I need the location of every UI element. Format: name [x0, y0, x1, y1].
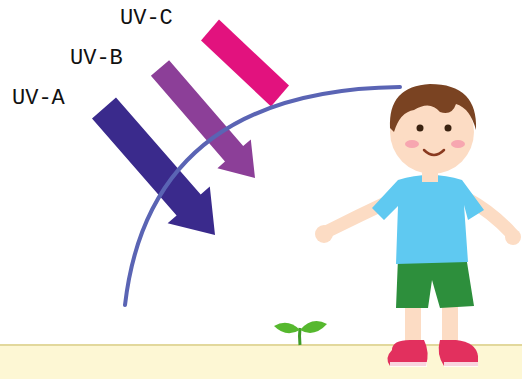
uv-label: UV-B	[70, 46, 123, 72]
uv-a-arrow	[92, 98, 215, 236]
boy	[315, 84, 521, 367]
sprout	[274, 321, 327, 345]
uv-label: UV-C	[120, 6, 173, 32]
atmosphere-arc	[125, 87, 400, 305]
uv-label: UV-A	[12, 86, 65, 112]
uv-c-arrow	[201, 20, 289, 107]
